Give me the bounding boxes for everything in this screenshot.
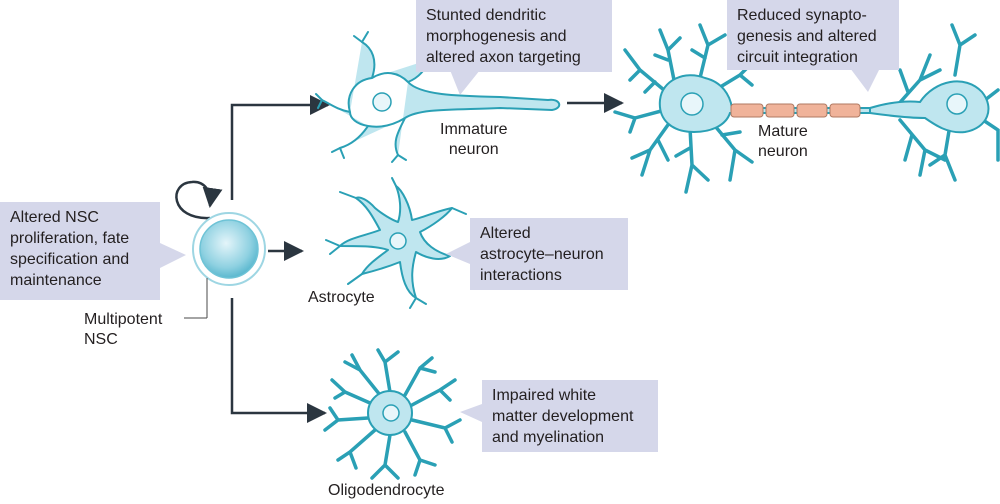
label-line: Astrocyte [308,289,375,306]
label-immature-neuron: Immature neuron [440,120,508,160]
callout-line: specification and [10,251,130,268]
astrocyte-cell [325,177,467,309]
callout-synaptogenesis: Reduced synapto- genesis and altered cir… [727,0,899,70]
label-line: neuron [448,141,499,158]
callout-line: maintenance [10,272,102,289]
label-line: Immature [440,121,508,138]
callout-line: and myelination [492,429,605,446]
callout-line: genesis and altered [737,28,877,45]
oligodendrocyte-cell [323,348,462,480]
label-astrocyte: Astrocyte [308,288,375,308]
callout-line: matter development [492,408,634,425]
callout-nsc-alteration: Altered NSC proliferation, fate specific… [0,202,160,300]
callout-line: Reduced synapto- [737,7,867,24]
callout-line: circuit integration [737,49,858,66]
callout-line: astrocyte–neuron [480,246,604,263]
callout-astrocyte-interactions: Altered astrocyte–neuron interactions [470,218,628,290]
oligodendrocyte-body [367,390,413,436]
label-line: NSC [84,331,118,348]
callout-line: Impaired white [492,387,597,404]
callout-line: proliferation, fate [10,230,130,247]
callout-line: morphogenesis and [426,28,567,45]
nsc-cell [184,212,266,319]
label-line: Mature [758,123,808,140]
self-renewal-arrow [175,180,223,220]
callout-white-matter: Impaired white matter development and my… [482,380,658,452]
label-mature-neuron: Mature neuron [758,122,808,162]
lineage-arrows [175,93,624,423]
callout-line: interactions [480,267,562,284]
arrow-to-immature-neuron [230,95,330,200]
label-line: Oligodendrocyte [328,482,445,499]
callout-line: Stunted dendritic [426,7,547,24]
label-oligodendrocyte: Oligodendrocyte [328,481,445,501]
label-line: Multipotent [84,311,163,328]
mature-neuron-body [658,74,990,134]
arrow-to-oligodendrocyte [230,298,327,423]
label-line: neuron [758,143,808,160]
label-nsc: Multipotent NSC [84,310,162,350]
callout-pointers [160,68,880,422]
callout-line: Altered [480,225,531,242]
callout-dendritic-morphogenesis: Stunted dendritic morphogenesis and alte… [416,0,612,72]
myelin-sheaths [730,103,861,118]
callout-line: Altered NSC [10,209,99,226]
callout-line: altered axon targeting [426,49,581,66]
